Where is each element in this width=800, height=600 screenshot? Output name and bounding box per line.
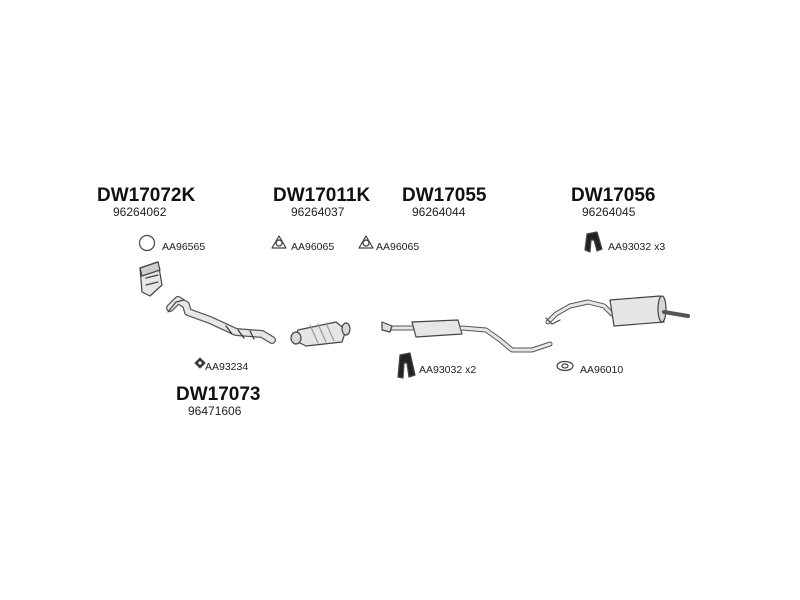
front-pipe-icon (166, 296, 276, 344)
rubber-hanger-icon (584, 231, 603, 253)
part-code-dw17072k: DW17072K (97, 185, 196, 206)
accessory-code-aa93032-x3: AA93032 x3 (608, 241, 666, 253)
part-code-dw17073: DW17073 (176, 384, 261, 405)
catalytic-converter-icon (290, 321, 351, 347)
accessory-code-aa96065-2: AA96065 (376, 241, 420, 253)
accessory-code-aa93032-x2: AA93032 x2 (419, 364, 477, 376)
flange-gasket-icon (358, 235, 374, 249)
accessory-code-aa96065-1: AA96065 (291, 241, 335, 253)
accessory-code-aa96565: AA96565 (162, 241, 206, 253)
ring-gasket-icon (138, 234, 156, 252)
catalytic-converter-icon (139, 261, 163, 297)
rear-silencer-icon (545, 295, 690, 327)
part-number-dw17055: 96264044 (412, 205, 466, 219)
clamp-icon (194, 357, 206, 369)
accessory-code-aa96010: AA96010 (580, 364, 624, 376)
part-code-dw17011k: DW17011K (273, 185, 371, 206)
oval-gasket-icon (556, 360, 574, 372)
part-number-dw17073: 96471606 (188, 404, 242, 418)
part-number-dw17056: 96264045 (582, 205, 636, 219)
middle-silencer-pipe-icon (381, 319, 553, 353)
part-code-dw17055: DW17055 (402, 185, 487, 206)
part-number-dw17011k: 96264037 (291, 205, 345, 219)
part-code-dw17056: DW17056 (571, 185, 656, 206)
part-number-dw17072k: 96264062 (113, 205, 167, 219)
rubber-hanger-icon (397, 352, 416, 379)
accessory-code-aa93234: AA93234 (205, 361, 249, 373)
flange-gasket-icon (271, 235, 287, 249)
